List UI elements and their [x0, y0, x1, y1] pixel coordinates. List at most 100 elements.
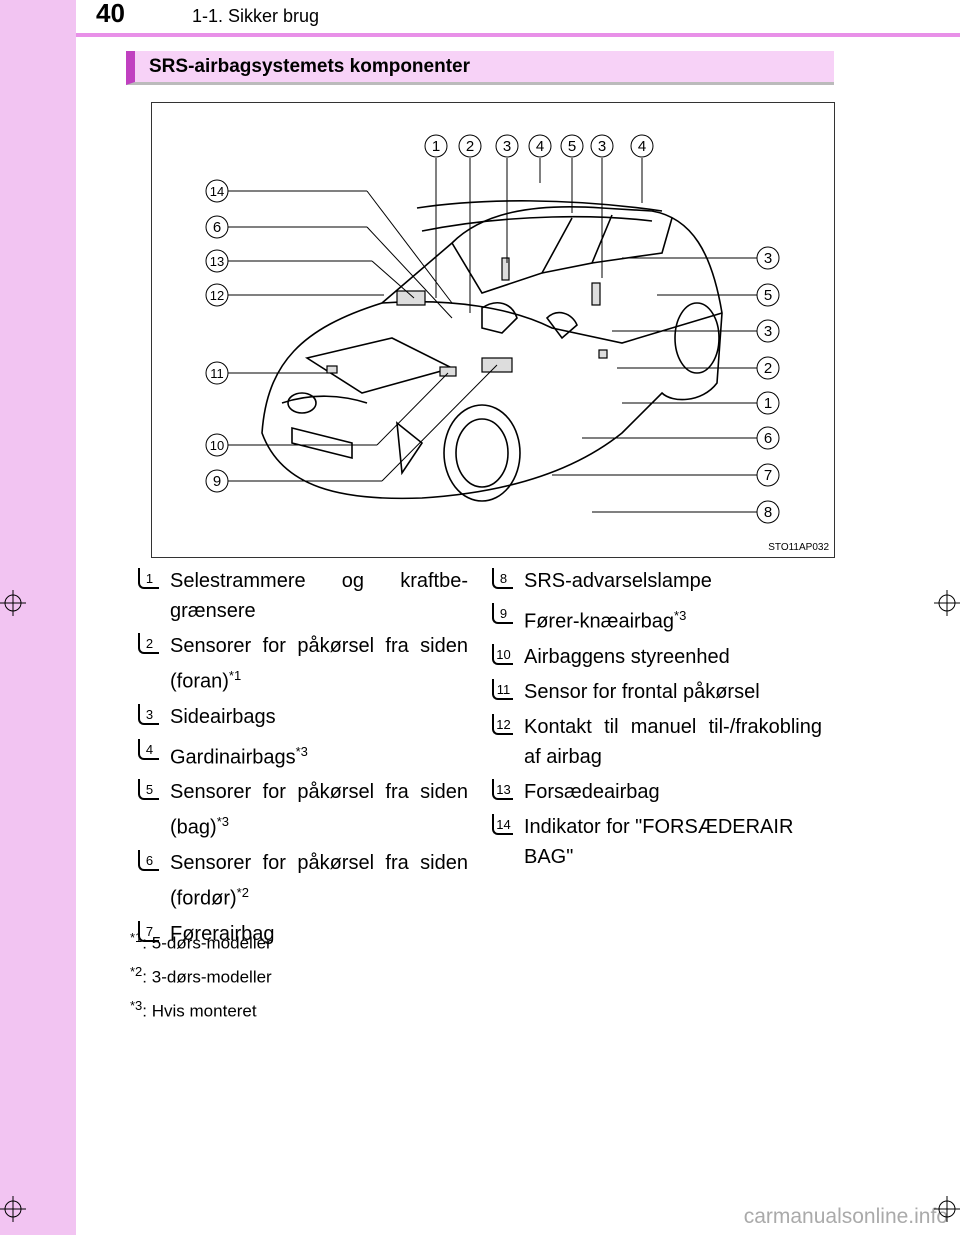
list-item: 8 SRS-advarselslampe	[492, 566, 822, 596]
item-text: Gardinairbags	[170, 746, 296, 769]
callout-left-12: 12	[205, 283, 229, 307]
callout-right-2: 2	[756, 356, 780, 380]
svg-text:9: 9	[213, 473, 221, 490]
item-number-badge: 4	[138, 738, 159, 760]
footnote: *1: 5-dørs-modeller	[130, 930, 272, 964]
item-text: Sensorer for påkørsel fra siden (fordør)	[170, 851, 468, 910]
callout-left-14: 14	[205, 179, 229, 203]
svg-text:3: 3	[764, 250, 772, 267]
item-text: SRS-advarselslampe	[524, 570, 712, 592]
item-number-badge: 3	[138, 703, 159, 725]
svg-text:2: 2	[764, 360, 772, 377]
callout-right-1: 1	[756, 391, 780, 415]
callout-right-6: 6	[756, 426, 780, 450]
side-strip	[0, 0, 76, 1235]
item-text: Førerairbag	[170, 922, 275, 945]
item-number-badge: 5	[138, 779, 159, 801]
item-text: Selestrammere og kraftbe-grænsere	[170, 570, 468, 622]
list-item: 4 Gardinairbags*3	[138, 737, 468, 773]
item-number-badge: 6	[138, 849, 159, 871]
svg-text:11: 11	[210, 366, 224, 381]
svg-text:14: 14	[210, 184, 224, 199]
footnote-ref: *3	[295, 743, 308, 759]
svg-text:8: 8	[764, 504, 772, 521]
footnote: *3: Hvis monteret	[130, 998, 272, 1032]
component-list-left: 1 Selestrammere og kraftbe-grænsere 2 Se…	[138, 566, 468, 954]
svg-text:5: 5	[764, 287, 772, 304]
svg-text:2: 2	[466, 138, 474, 155]
callout-right-3: 3	[756, 246, 780, 270]
item-number-badge: 1	[138, 568, 159, 589]
item-text: Sensorer for påkørsel fra siden (bag)	[170, 781, 468, 839]
item-number-badge: 2	[138, 633, 159, 654]
airbag-components-figure: 1 2 3 4 5 3 4 14 6 13 12 11 10 9 3 5 3 2…	[151, 102, 835, 558]
callout-top-3: 3	[495, 134, 519, 158]
crop-mark-icon	[0, 1196, 26, 1222]
item-text: Kontakt til manuel til-/frakobling af ai…	[524, 715, 822, 768]
callout-left-9: 9	[205, 469, 229, 493]
item-number-badge: 9	[492, 603, 513, 624]
figure-code: STO11AP032	[768, 542, 829, 553]
callout-left-11: 11	[205, 361, 229, 385]
page-number: 40	[96, 0, 125, 28]
item-number-badge: 12	[492, 713, 513, 735]
item-number-badge: 8	[492, 568, 513, 589]
list-item: 13 Forsædeairbag	[492, 777, 822, 807]
section-heading-box: SRS-airbagsystemets komponenter	[126, 51, 834, 85]
callout-top-4b: 4	[630, 134, 654, 158]
list-item: 6 Sensorer for påkørsel fra siden (fordø…	[138, 848, 468, 914]
list-item: 9 Fører-knæairbag*3	[492, 601, 822, 637]
footnote-ref: *3	[674, 608, 687, 623]
item-number-badge: 14	[492, 813, 513, 835]
callout-labels: 1 2 3 4 5 3 4 14 6 13 12 11 10 9 3 5 3 2…	[205, 134, 780, 524]
svg-text:10: 10	[210, 438, 224, 453]
footnote-text: : 3-dørs-modeller	[142, 967, 272, 987]
footnote-text: : 5-dørs-modeller	[142, 933, 272, 953]
footnote-ref: *3	[216, 814, 229, 830]
svg-text:3: 3	[764, 323, 772, 340]
list-item: 2 Sensorer for påkørsel fra siden (foran…	[138, 631, 468, 697]
callout-right-7: 7	[756, 463, 780, 487]
list-item: 7 Førerairbag	[138, 919, 468, 949]
svg-text:12: 12	[210, 288, 224, 303]
callout-top-1: 1	[424, 134, 448, 158]
footnote-mark: *1	[130, 930, 143, 945]
section-reference: 1-1. Sikker brug	[192, 6, 320, 26]
item-number-badge: 13	[492, 778, 513, 800]
callout-left-6: 6	[205, 215, 229, 239]
crop-mark-icon	[934, 1196, 960, 1222]
item-text: Forsædeairbag	[524, 780, 660, 803]
footnote-mark: *3	[130, 998, 143, 1013]
car-illustration: 1 2 3 4 5 3 4 14 6 13 12 11 10 9 3 5 3 2…	[205, 134, 780, 524]
callout-right-5: 5	[756, 283, 780, 307]
list-item: 3 Sideairbags	[138, 702, 468, 732]
callout-right-3b: 3	[756, 319, 780, 343]
watermark-text: carmanualsonline.info	[743, 1205, 948, 1228]
svg-text:4: 4	[638, 138, 646, 155]
list-item: 1 Selestrammere og kraftbe-grænsere	[138, 566, 468, 626]
item-text: Airbaggens styreenhed	[524, 645, 730, 668]
item-text: Sensorer for påkørsel fra siden (foran)	[170, 635, 468, 693]
list-item: 14 Indikator for "FORSÆDERAIR BAG"	[492, 812, 822, 872]
svg-text:13: 13	[210, 254, 224, 269]
component-list-right: 8 SRS-advarselslampe 9 Fører-knæairbag*3…	[492, 566, 822, 877]
svg-text:3: 3	[503, 138, 511, 155]
item-text: Sideairbags	[170, 705, 276, 728]
callout-top-2: 2	[458, 134, 482, 158]
list-item: 10 Airbaggens styreenhed	[492, 642, 822, 672]
list-item: 11 Sensor for frontal påkørsel	[492, 677, 822, 707]
item-text: Indikator for "FORSÆDERAIR BAG"	[524, 815, 794, 868]
callout-top-4: 4	[528, 134, 552, 158]
svg-text:7: 7	[764, 467, 772, 484]
callout-left-13: 13	[205, 249, 229, 273]
callout-top-3b: 3	[590, 134, 614, 158]
item-number-badge: 10	[492, 643, 513, 665]
footnote-text: : Hvis monteret	[142, 1001, 257, 1021]
svg-text:6: 6	[213, 219, 221, 236]
svg-text:1: 1	[764, 395, 772, 412]
section-heading: SRS-airbagsystemets komponenter	[149, 56, 470, 77]
callout-top-5: 5	[560, 134, 584, 158]
footnote-ref: *1	[228, 668, 242, 683]
header-rule	[76, 33, 960, 37]
item-text: Fører-knæairbag	[524, 610, 675, 633]
